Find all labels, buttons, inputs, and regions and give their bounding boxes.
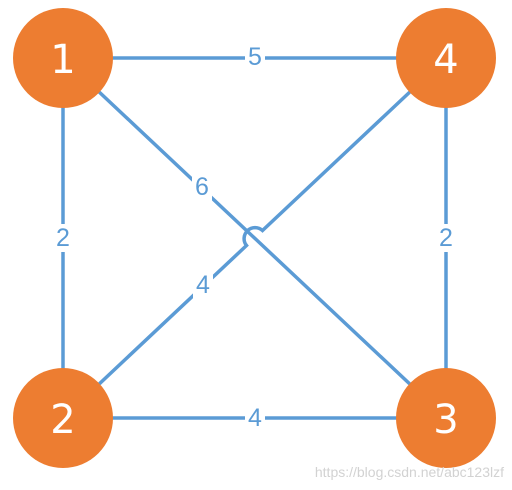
edge-weight-label: 4 xyxy=(248,404,262,432)
edge-weight-label: 4 xyxy=(196,271,210,299)
node-3: 3 xyxy=(396,368,496,468)
edge-label-background xyxy=(436,224,456,252)
node-label: 2 xyxy=(50,397,75,443)
watermark-text: https://blog.csdn.net/abc123lzf xyxy=(314,464,504,480)
node-2: 2 xyxy=(13,368,113,468)
node-label: 3 xyxy=(433,397,458,443)
edge-weight-label: 2 xyxy=(56,224,70,252)
node-circle xyxy=(13,368,113,468)
edge-label-background xyxy=(245,43,265,71)
edge-label-background xyxy=(193,271,213,299)
edges-layer: 5 2 2 4 6 4 xyxy=(53,43,456,432)
edge-label-background xyxy=(192,173,212,201)
edge-1-3 xyxy=(61,56,448,420)
edge-weight-label: 2 xyxy=(439,224,453,252)
edge-label-background xyxy=(53,224,73,252)
node-circle xyxy=(396,8,496,108)
node-label: 4 xyxy=(433,37,458,83)
edge-label-background xyxy=(245,404,265,432)
node-4: 4 xyxy=(396,8,496,108)
nodes-layer: 1 4 2 3 xyxy=(13,8,496,468)
edge-weight-label: 5 xyxy=(248,43,262,71)
edge-weight-label: 6 xyxy=(195,173,209,201)
node-label: 1 xyxy=(50,37,75,83)
edge-2-4 xyxy=(61,56,448,420)
node-1: 1 xyxy=(13,8,113,108)
node-circle xyxy=(13,8,113,108)
node-circle xyxy=(396,368,496,468)
